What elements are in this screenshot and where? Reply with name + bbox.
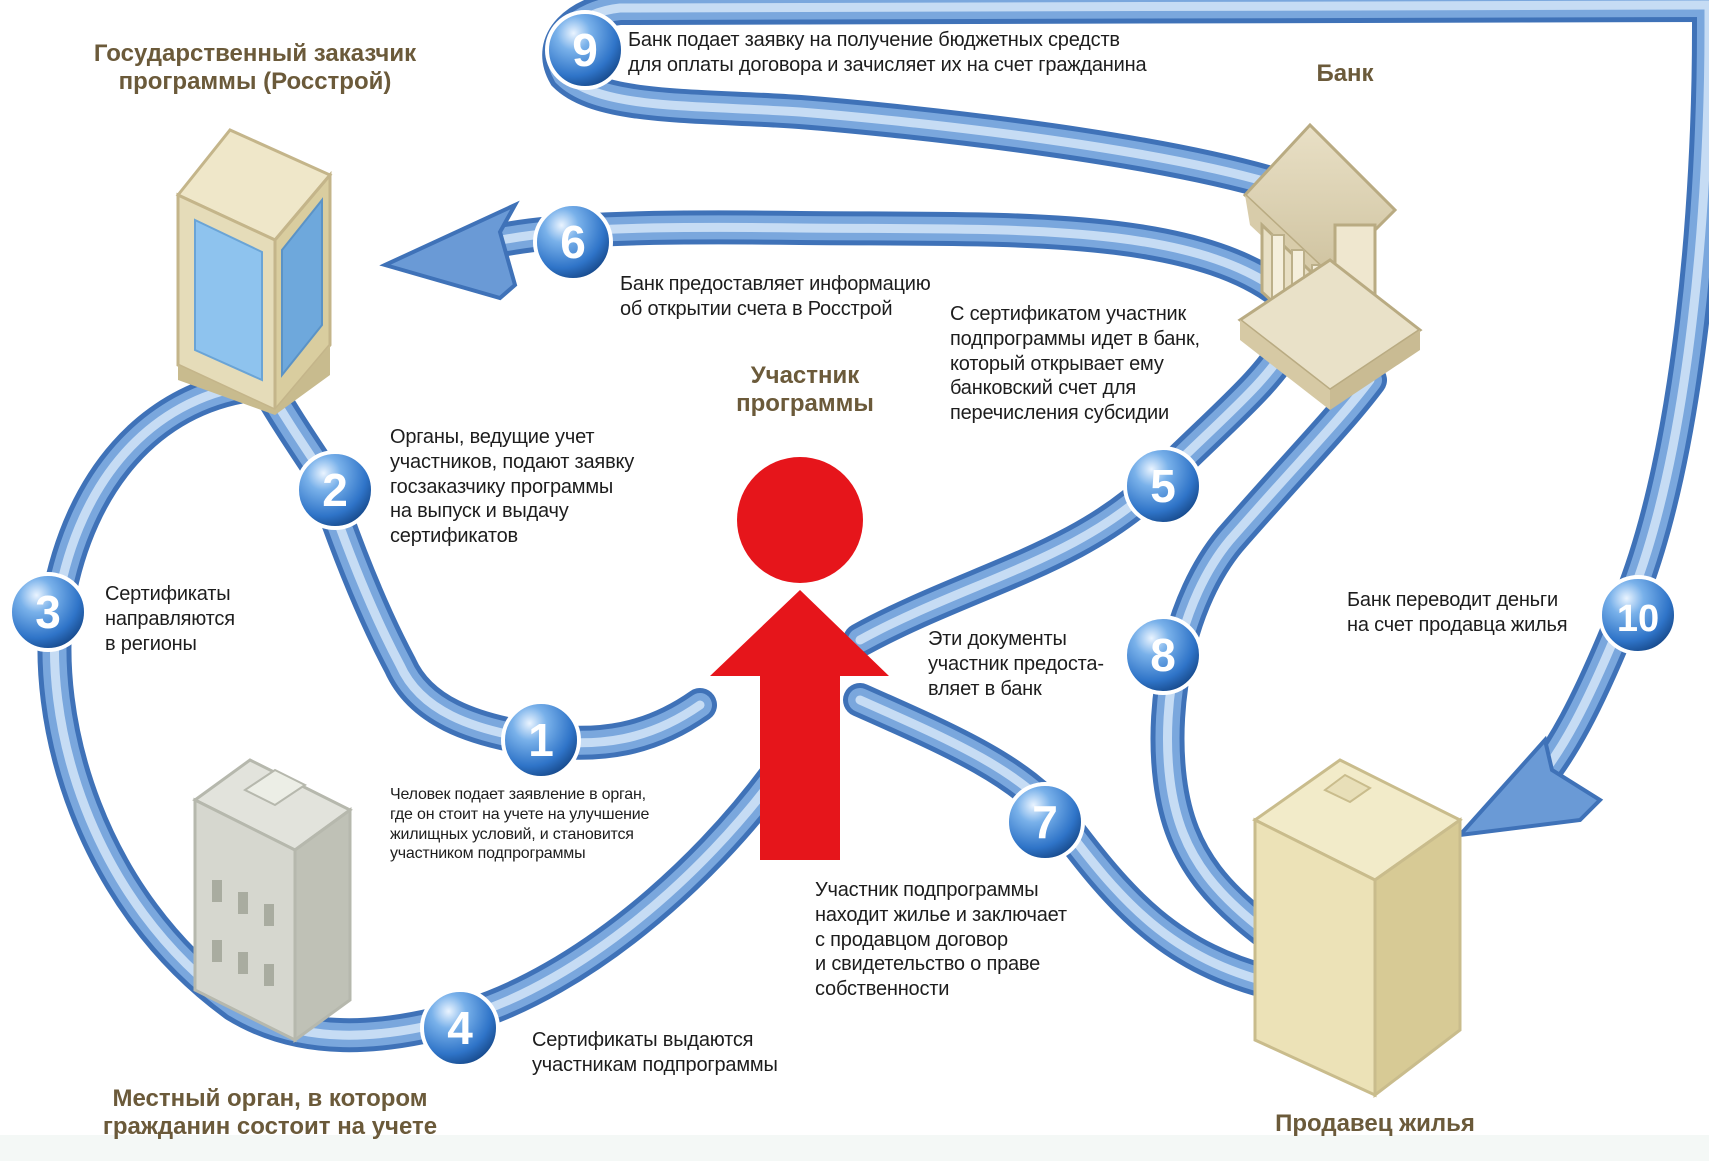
step-badge-circle (1123, 446, 1203, 526)
step-badge-number: 5 (1150, 460, 1176, 512)
step-badge-number: 8 (1150, 629, 1176, 681)
step-badge-2: 2 (295, 450, 375, 530)
step-badge-4: 4 (420, 988, 500, 1068)
step-badge-circle (533, 202, 613, 282)
step-text-8: Эти документы участник предоста- вляет в… (928, 628, 1104, 700)
step-badge-3: 3 (8, 572, 88, 652)
step-badge-5: 5 (1123, 446, 1203, 526)
step-text-9: Банк подает заявку на получение бюджетны… (628, 29, 1147, 76)
arrowhead-to-seller (1454, 735, 1604, 838)
step-badge-1: 1 (501, 700, 581, 780)
person-icon (710, 457, 889, 860)
step-badge-number: 2 (322, 464, 348, 516)
step-text-7: Участник подпрограммы находит жилье и за… (815, 879, 1067, 1001)
step-badge-number: 10 (1617, 598, 1659, 640)
title-bank: Банк (1316, 60, 1374, 87)
step-badge-number: 3 (35, 586, 61, 638)
step-badge-circle (295, 450, 375, 530)
tube-step-4-highlight (230, 765, 785, 1040)
step-badge-circle (1005, 782, 1085, 862)
step-text-5: С сертификатом участник подпрограммы иде… (950, 303, 1200, 425)
tube-step-1-highlight (315, 465, 705, 748)
step-badge-circle (1598, 575, 1678, 655)
step-badge-circle (545, 10, 625, 90)
arrowhead-to-customer (379, 200, 520, 301)
step-text-2: Органы, ведущие учет участников, подают … (390, 426, 635, 548)
bottom-band (0, 1135, 1709, 1161)
step-badge-number: 1 (528, 714, 554, 766)
step-badge-circle (1123, 615, 1203, 695)
step-badge-8: 8 (1123, 615, 1203, 695)
title-local-authority: Местный орган, в котором гражданин состо… (102, 1085, 438, 1141)
step-badge-number: 7 (1032, 796, 1058, 848)
step-badge-number: 4 (447, 1002, 473, 1054)
tube-step-10-highlight (1515, 0, 1709, 805)
step-badge-9: 9 (545, 10, 625, 90)
step-badge-circle (8, 572, 88, 652)
step-badge-number: 9 (572, 24, 598, 76)
step-badge-10: 10 (1598, 575, 1678, 655)
title-seller: Продавец жилья (1275, 1110, 1475, 1137)
step-badge-circle (420, 988, 500, 1068)
office-tower-icon (175, 128, 333, 415)
step-badge-6: 6 (533, 202, 613, 282)
step-text-1: Человек подает заявление в орган, где он… (390, 786, 650, 863)
residential-building-icon (1252, 758, 1463, 1099)
step-badge-number: 6 (560, 216, 586, 268)
step-text-6: Банк предоставляет информацию об открыти… (620, 273, 931, 320)
step-text-3: Сертификаты направляются в регионы (105, 583, 235, 655)
step-text-4: Сертификаты выдаются участникам подпрогр… (532, 1029, 778, 1076)
title-participant: Участник программы (736, 362, 874, 418)
title-state-customer: Государственный заказчик программы (Росс… (93, 40, 417, 96)
local-office-building-icon (192, 758, 353, 1043)
bank-building-icon (1237, 122, 1423, 410)
step-text-10: Банк переводит деньги на счет продавца ж… (1347, 589, 1568, 636)
step-badge-circle (501, 700, 581, 780)
step-badge-7: 7 (1005, 782, 1085, 862)
step-badges: 1 2 3 4 5 6 7 8 9 10 (8, 10, 1678, 1068)
